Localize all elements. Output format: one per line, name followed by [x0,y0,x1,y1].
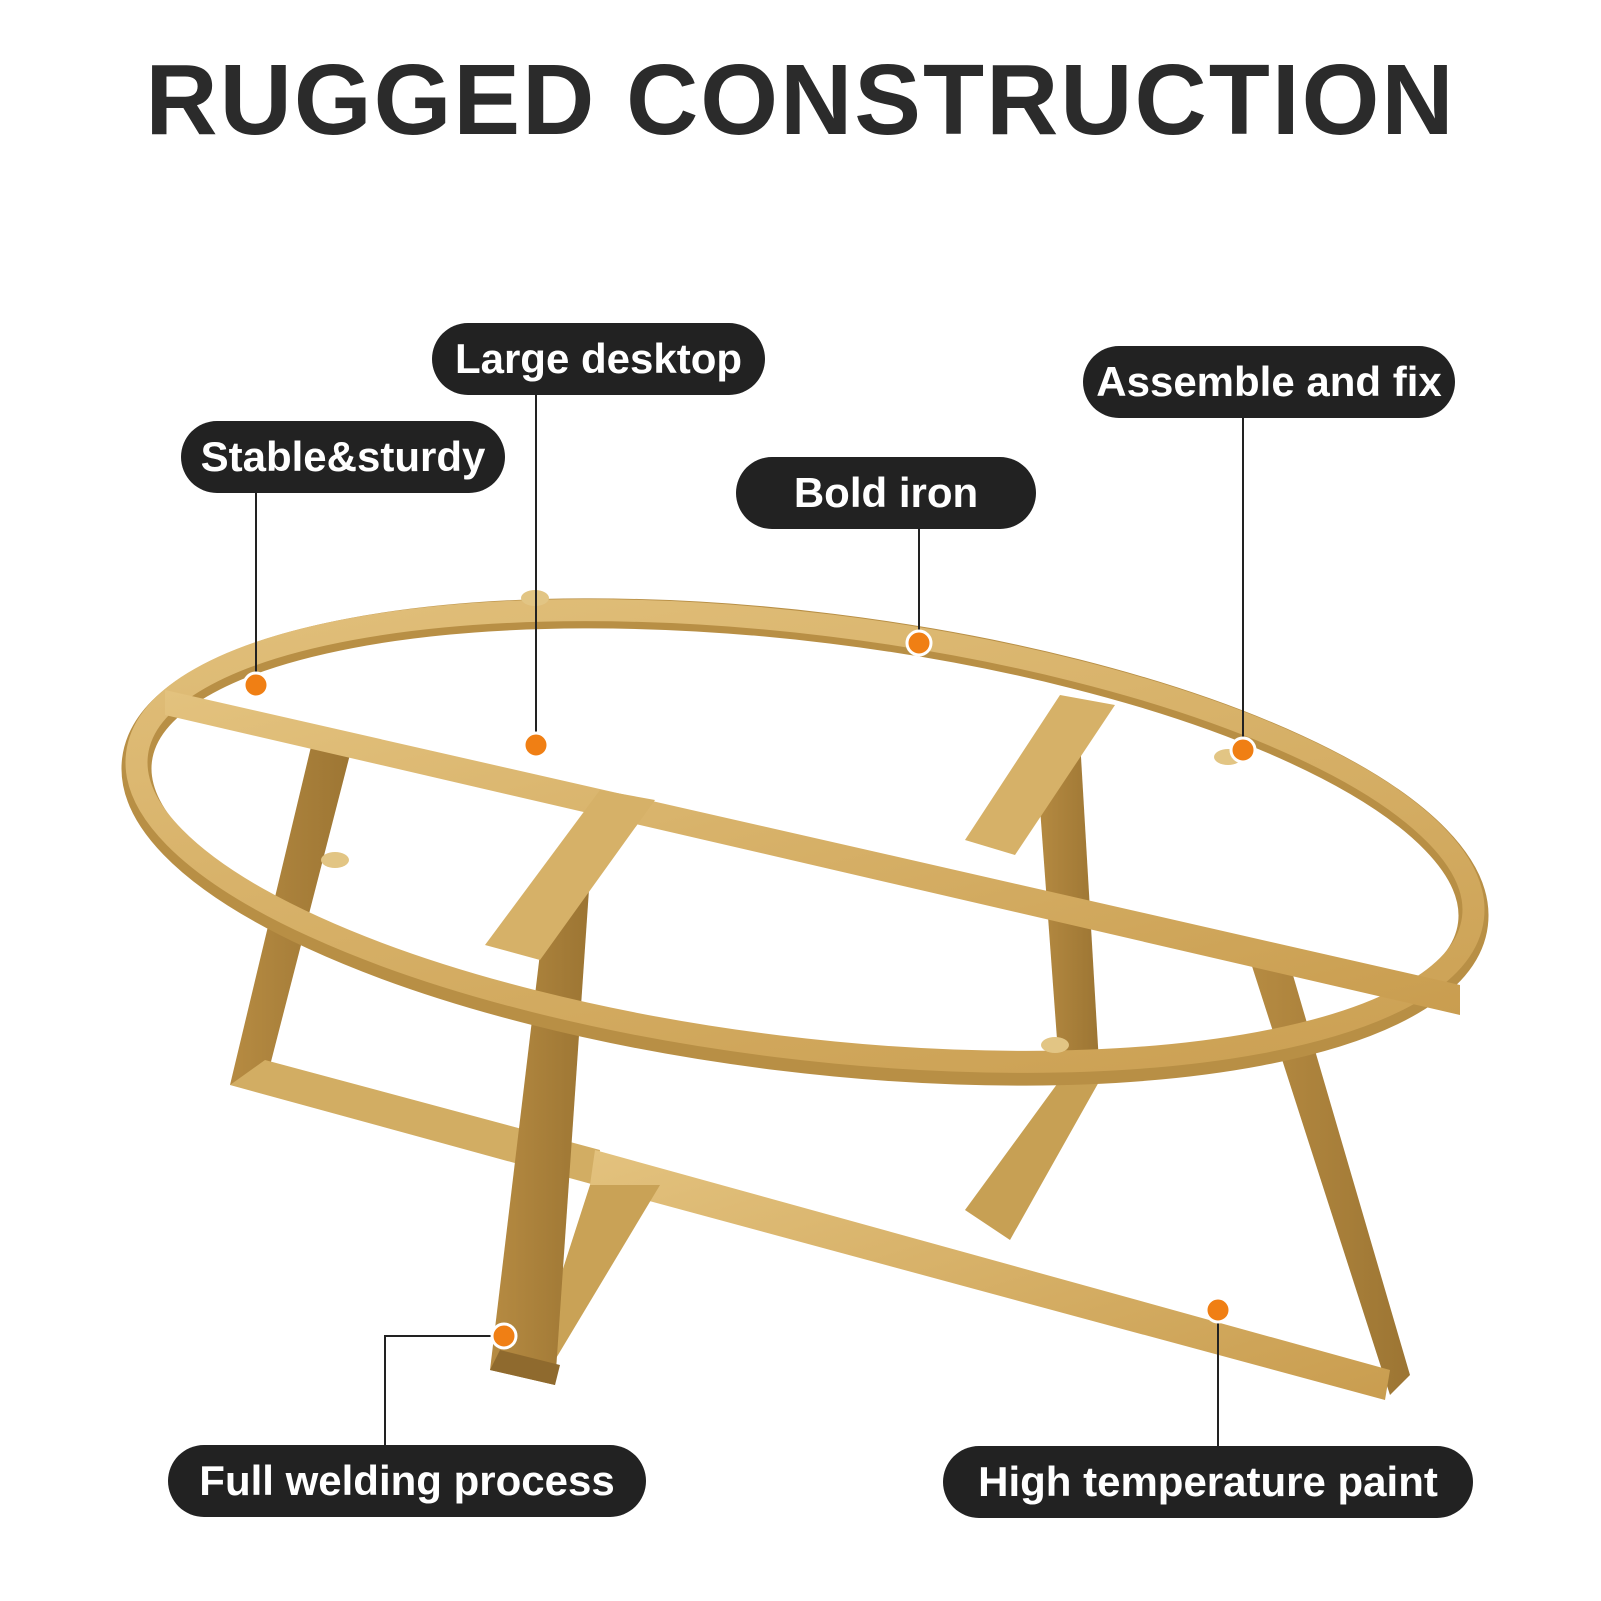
marker-assemble-fix [1229,736,1257,764]
marker-high-temp [1204,1296,1232,1324]
leader-line-full-welding [384,1335,504,1446]
base-bar [540,1150,1390,1400]
page-title: RUGGED CONSTRUCTION [145,44,1456,156]
callout-markers [242,629,1257,1350]
callout-assemble-fix: Assemble and fix [1083,346,1455,418]
callout-large-desktop: Large desktop [432,323,765,395]
right-leg-frame [1250,960,1410,1395]
callout-full-welding: Full welding process [168,1445,646,1517]
top-cross-bars [165,690,1460,1015]
callout-stable-sturdy: Stable&sturdy [181,421,505,493]
callout-high-temp-paint: High temperature paint [943,1446,1473,1518]
marker-full-welding [490,1322,518,1350]
marker-bold-iron [905,629,933,657]
top-oval-ring [121,598,1489,1086]
marker-stable-sturdy [242,671,270,699]
callout-leader-lines [255,395,1244,1446]
callout-bold-iron: Bold iron [736,457,1036,529]
marker-large-desktop [522,731,550,759]
